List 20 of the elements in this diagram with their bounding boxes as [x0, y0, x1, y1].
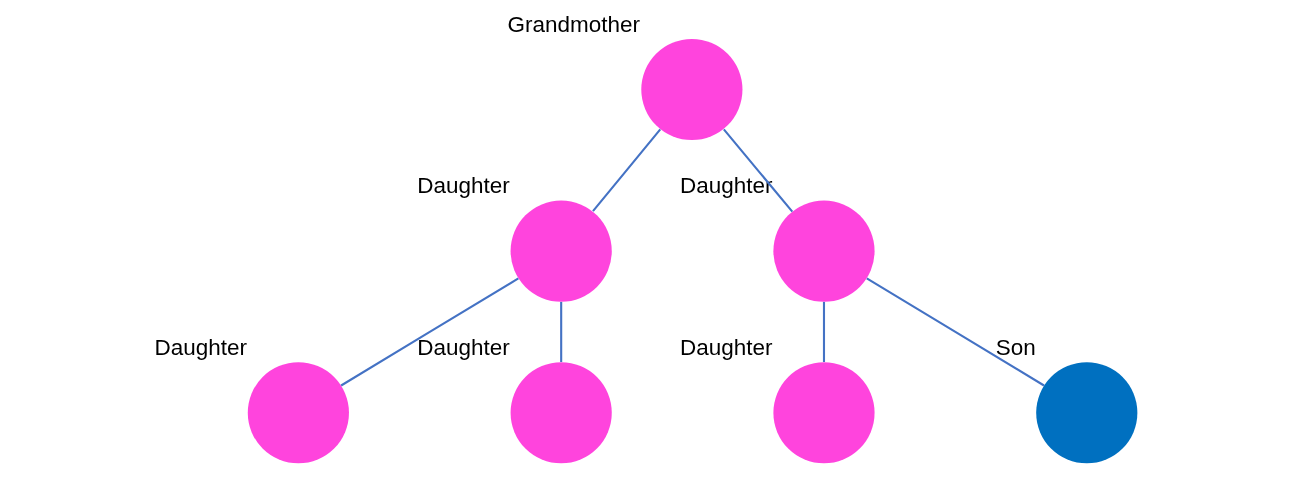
connector	[866, 277, 1045, 387]
node-label: Son	[995, 334, 1036, 360]
node-label: Daughter	[680, 173, 773, 199]
connector	[822, 301, 826, 362]
connector	[340, 277, 519, 387]
connector	[560, 301, 563, 362]
node-circle	[1036, 362, 1138, 464]
node-label: Daughter	[417, 173, 510, 199]
node-label: Grandmother	[507, 11, 641, 37]
connector	[723, 128, 794, 213]
node-circle	[773, 200, 875, 302]
node-circle	[773, 362, 875, 464]
connector	[592, 128, 662, 212]
node-label: Daughter	[417, 334, 510, 360]
node-label: Daughter	[680, 334, 773, 360]
node-label: Daughter	[154, 334, 247, 360]
node-circle	[510, 200, 612, 302]
node-circle	[641, 38, 743, 141]
node-circle	[510, 362, 612, 464]
node-circle	[247, 362, 349, 464]
